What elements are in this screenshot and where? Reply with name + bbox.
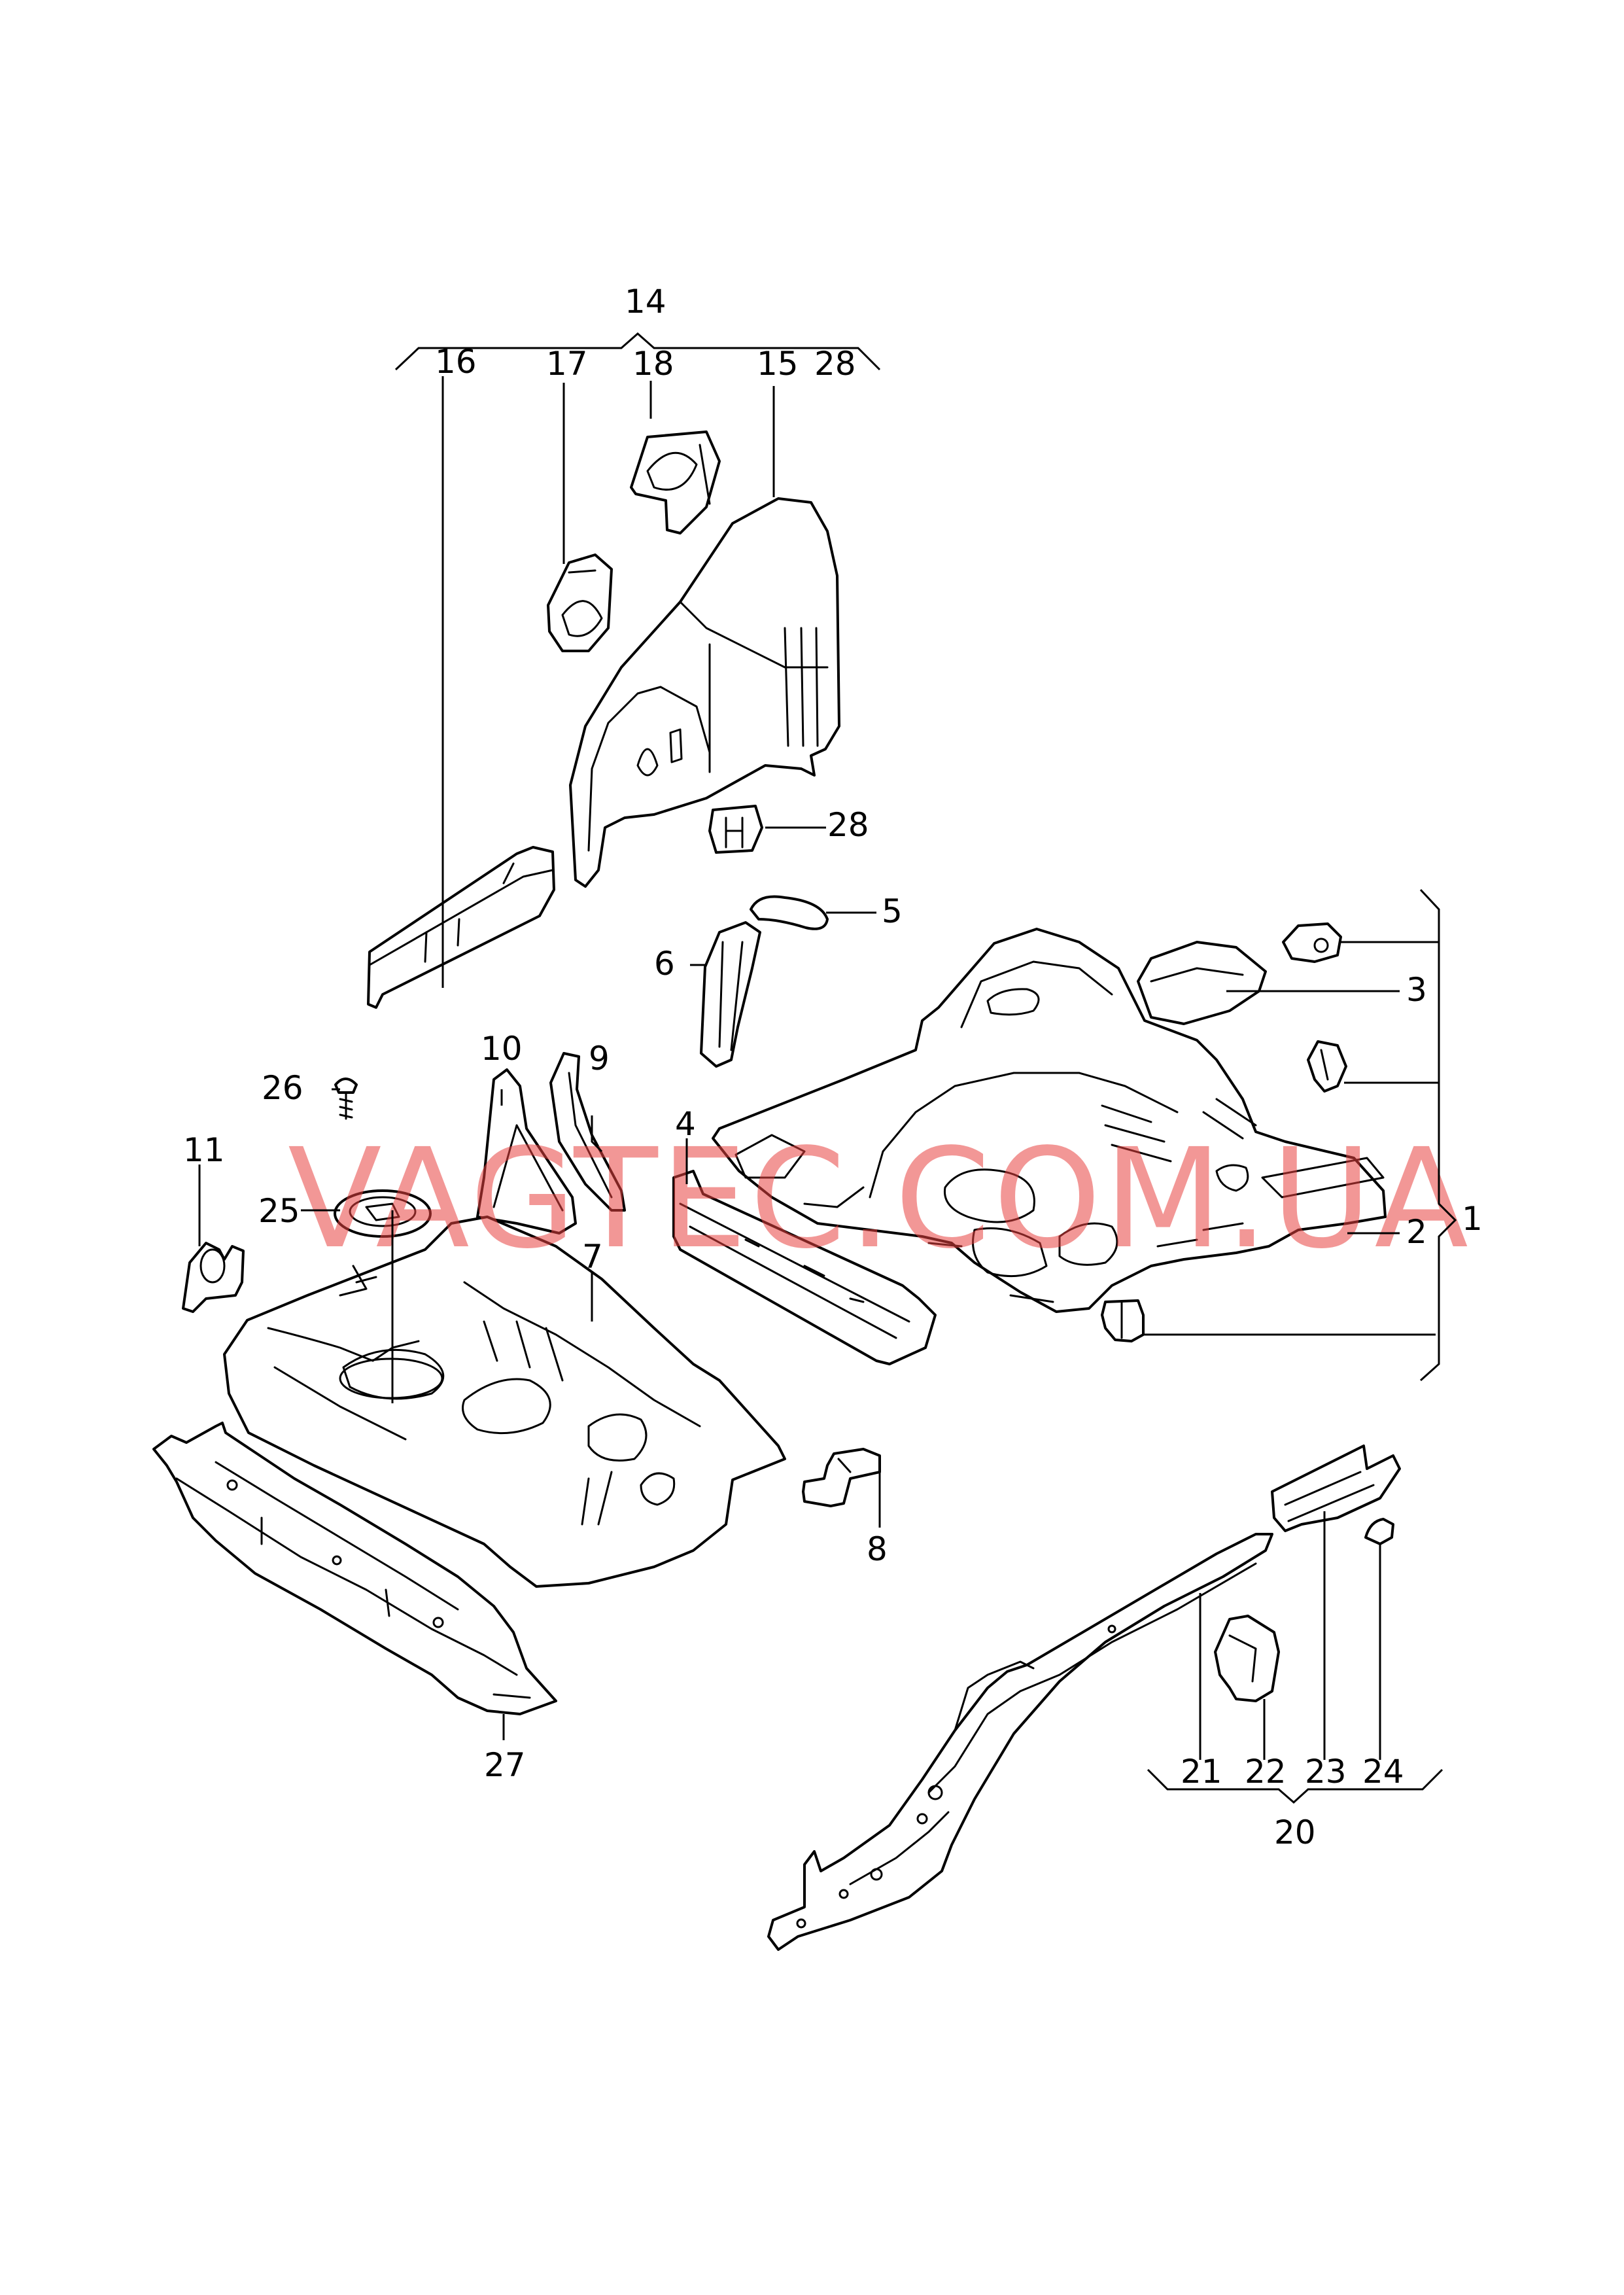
callout-9: 9 (589, 1040, 610, 1077)
callout-27: 27 (484, 1746, 526, 1784)
group-14-bracket (394, 332, 881, 371)
callout-18: 18 (632, 345, 674, 383)
part-1-clip[interactable] (1307, 1040, 1347, 1093)
part-18-bracket[interactable] (630, 430, 721, 534)
part-15-wheel-housing[interactable] (569, 497, 840, 888)
callout-10: 10 (481, 1030, 523, 1068)
callout-8: 8 (867, 1530, 888, 1568)
part-8-bracket[interactable] (802, 1448, 881, 1507)
part-22-bracket[interactable] (1214, 1615, 1280, 1702)
part-23-bracket[interactable] (1271, 1445, 1401, 1532)
part-9-brace[interactable] (549, 1052, 626, 1212)
callout-25: 25 (258, 1192, 300, 1230)
part-27-crossmember[interactable] (152, 1422, 557, 1715)
part-3-panel[interactable] (1137, 941, 1267, 1025)
callout-17: 17 (546, 345, 588, 383)
callout-6: 6 (654, 945, 675, 983)
callout-16: 16 (435, 343, 477, 381)
group-1-bracket (1419, 888, 1457, 1382)
part-26-screw[interactable] (334, 1077, 358, 1120)
part-16-sill-rail[interactable] (367, 846, 555, 1009)
part-1-nut[interactable] (1282, 922, 1342, 963)
callout-5: 5 (882, 892, 903, 930)
callout-11: 11 (183, 1131, 225, 1169)
callout-28-top: 28 (814, 345, 856, 383)
callout-24: 24 (1362, 1753, 1404, 1791)
part-21-side-member[interactable] (767, 1533, 1273, 1951)
part-24-plate[interactable] (1364, 1518, 1394, 1545)
callout-14: 14 (625, 283, 666, 321)
part-6-brace[interactable] (700, 921, 761, 1068)
part-28-clip[interactable] (708, 805, 763, 854)
callout-26: 26 (262, 1069, 303, 1107)
part-11-bracket[interactable] (182, 1242, 245, 1313)
callout-28: 28 (827, 806, 869, 844)
callout-7: 7 (582, 1238, 603, 1276)
leader-lines (198, 376, 1439, 1760)
part-4-crossmember[interactable] (672, 1170, 937, 1365)
part-1-stud[interactable] (1101, 1299, 1145, 1342)
callout-22: 22 (1245, 1753, 1287, 1791)
part-10-brace[interactable] (476, 1068, 577, 1235)
part-17-bracket[interactable] (547, 553, 613, 652)
part-2-rear-floor[interactable] (712, 928, 1387, 1313)
callout-3: 3 (1406, 971, 1427, 1009)
watermark-text: VAGTEC.COM.UA (288, 1119, 1471, 1279)
callout-21: 21 (1181, 1753, 1222, 1791)
part-7-front-floor[interactable] (223, 1216, 786, 1588)
callout-2: 2 (1406, 1213, 1427, 1251)
group-20-bracket (1147, 1768, 1443, 1804)
callout-labels: 14 16 17 18 15 28 28 5 6 3 1 2 4 10 9 26… (183, 283, 1483, 1851)
callout-15: 15 (757, 345, 799, 383)
callout-23: 23 (1305, 1753, 1347, 1791)
part-5-cap[interactable] (750, 895, 829, 930)
callout-20: 20 (1274, 1813, 1316, 1851)
callout-1: 1 (1462, 1200, 1483, 1238)
part-25-plate[interactable] (334, 1189, 432, 1238)
callout-4: 4 (675, 1105, 696, 1143)
